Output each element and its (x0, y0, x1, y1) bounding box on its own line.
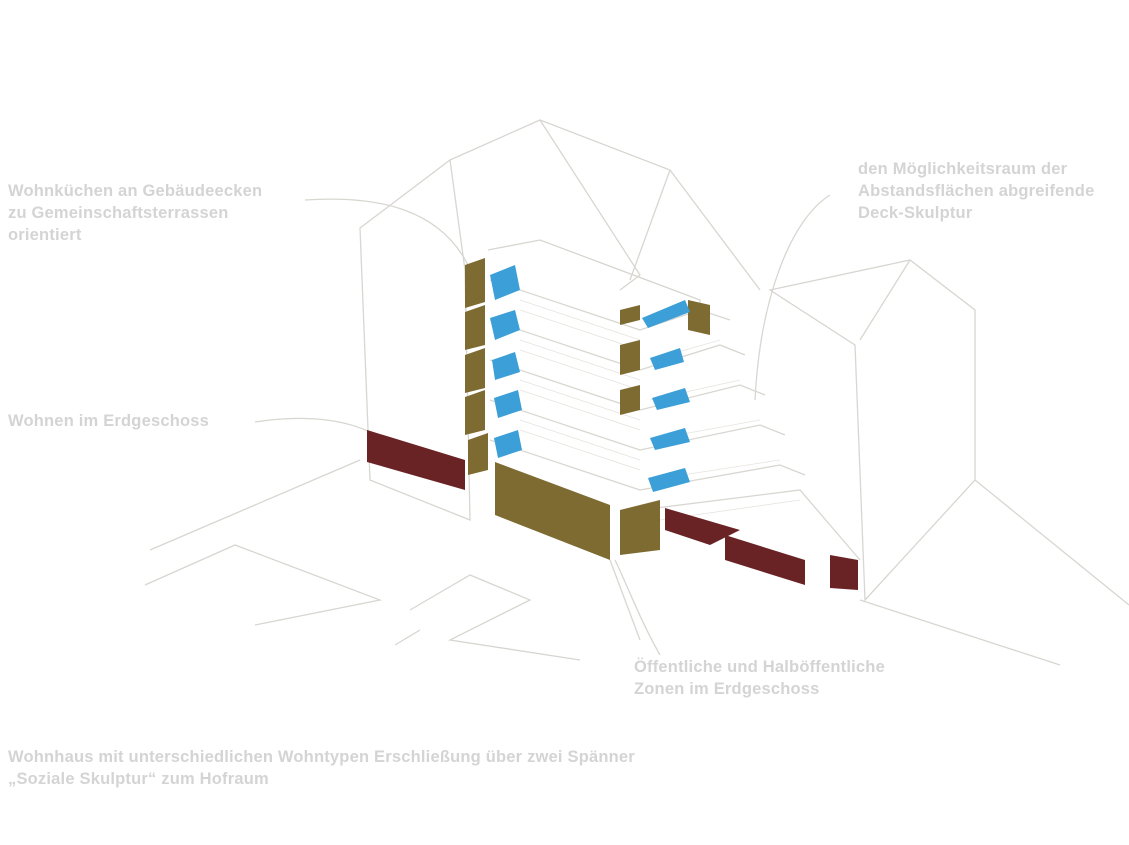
label-line: zu Gemeinschaftsterrassen (8, 204, 229, 222)
label-line: Wohnküchen an Gebäudeecken (8, 182, 263, 200)
building-outline (144, 119, 1129, 666)
label-line: Zonen im Erdgeschoss (634, 680, 820, 698)
label-line: Deck-Skulptur (858, 204, 973, 222)
label-line: den Möglichkeitsraum der (858, 160, 1068, 178)
caption: Wohnhaus mit unterschiedlichen Wohntypen… (8, 746, 635, 790)
label-line: orientiert (8, 226, 82, 244)
caption-line: „Soziale Skulptur“ zum Hofraum (8, 770, 269, 788)
caption-line: Wohnhaus mit unterschiedlichen Wohntypen… (8, 748, 635, 766)
blue-kitchen-units (490, 265, 690, 492)
label-line: Abstandsflächen abgreifende (858, 182, 1095, 200)
maroon-ground-units (367, 430, 858, 590)
label-ground-living: Wohnen im Erdgeschoss (8, 410, 209, 432)
label-line: Wohnen im Erdgeschoss (8, 412, 210, 430)
label-deck-sculpture: den Möglichkeitsraum der Abstandsflächen… (858, 158, 1094, 224)
deck-hatching (519, 299, 801, 521)
label-public-zones: Öffentliche und Halböffentliche Zonen im… (634, 656, 885, 700)
label-line: Öffentliche und Halböffentliche (634, 658, 885, 676)
label-kitchens: Wohnküchen an Gebäudeecken zu Gemeinscha… (8, 180, 262, 246)
olive-panels (465, 258, 710, 560)
